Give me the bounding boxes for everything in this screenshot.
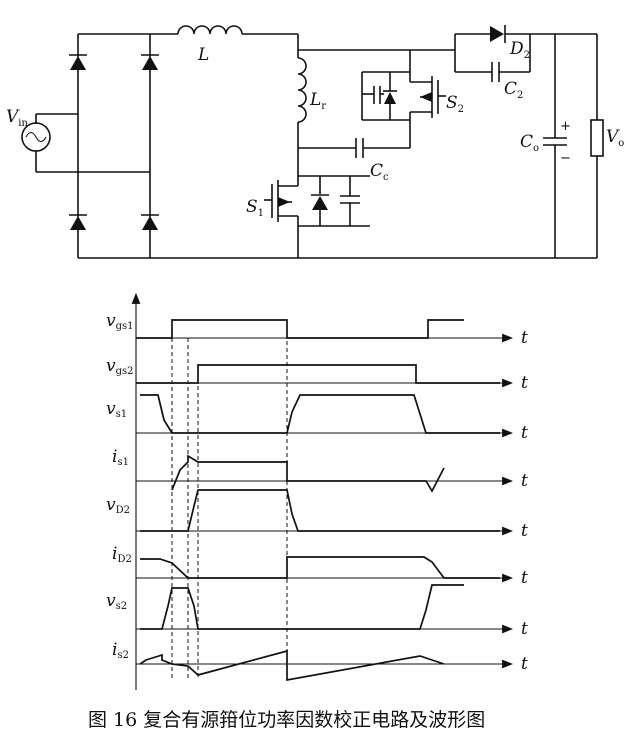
- resonant-inductor-Lr: Lr: [297, 57, 326, 148]
- label-vs1: vs1: [106, 399, 127, 420]
- bridge-diode-1: [69, 54, 87, 70]
- bridge-diode-4: [141, 214, 159, 230]
- t-label-7: t: [521, 619, 528, 639]
- bridge-diode-3: [69, 214, 87, 230]
- t-label-1: t: [521, 328, 528, 348]
- t-label-4: t: [521, 471, 528, 491]
- figure-caption: 图 16 复合有源箝位功率因数校正电路及波形图: [88, 709, 485, 731]
- trace-vs1: [140, 394, 500, 434]
- vin-label: Vin: [6, 107, 28, 129]
- t-label-3: t: [521, 423, 528, 443]
- clamp-capacitor-Cc: Cc: [298, 128, 411, 183]
- bridge-diode-2: [141, 54, 159, 70]
- inductor-L-label: L: [197, 45, 209, 65]
- label-vD2: vD2: [106, 495, 130, 516]
- snubber-capacitor-C2: C2: [455, 34, 531, 101]
- label-iD2: iD2: [112, 544, 132, 565]
- signal-labels: vgs1 vgs2 vs1 is1 vD2 iD2 vs2 is2: [106, 311, 134, 661]
- time-markers: [171, 320, 288, 680]
- trace-vs2: [140, 584, 464, 630]
- Cc-label: Cc: [370, 161, 389, 183]
- load-resistor-Vo: Vo: [555, 33, 624, 259]
- waveform-diagram: t t t t t t t t vgs1 vgs2 vs1 is1 vD2 iD…: [106, 292, 528, 690]
- trace-iD2: [140, 556, 500, 579]
- C2-label: C2: [504, 79, 523, 101]
- S2-label: S2: [446, 93, 464, 115]
- Co-minus: −: [560, 151, 571, 166]
- t-label-6: t: [521, 568, 528, 588]
- trace-vD2: [140, 489, 500, 532]
- label-is1: is1: [112, 447, 129, 468]
- label-vs2: vs2: [106, 591, 127, 612]
- trace-is1: [171, 454, 445, 493]
- main-inductor-L: L: [177, 25, 298, 65]
- output-diode-D2: D2: [490, 25, 555, 61]
- ac-source-vin: Vin: [6, 107, 150, 173]
- label-is2: is2: [112, 640, 129, 661]
- output-capacitor-Co: + − Co: [520, 34, 571, 258]
- S1-label: S1: [246, 197, 264, 219]
- t-label-5: t: [521, 521, 528, 541]
- t-label-2: t: [521, 373, 528, 393]
- bridge-rectifier: [69, 33, 555, 259]
- aux-switch-S2: S2: [361, 50, 464, 128]
- waveform-traces: [136, 319, 500, 682]
- label-vgs1: vgs1: [106, 311, 134, 332]
- time-axis-labels: t t t t t t t t: [521, 328, 528, 674]
- main-switch-S1: S1: [246, 148, 370, 258]
- trace-vgs2: [136, 364, 500, 384]
- t-label-8: t: [521, 654, 528, 674]
- label-vgs2: vgs2: [106, 356, 134, 377]
- inductor-Lr-label: Lr: [309, 90, 326, 112]
- trace-is2: [139, 649, 445, 682]
- time-axes: [136, 333, 514, 669]
- circuit-diagram: Vin L Lr: [6, 25, 624, 259]
- Vo-label: Vo: [606, 127, 624, 149]
- Co-label: Co: [520, 132, 539, 154]
- Co-plus: +: [560, 119, 571, 134]
- D2-label: D2: [509, 39, 530, 61]
- trace-vgs1: [136, 319, 464, 339]
